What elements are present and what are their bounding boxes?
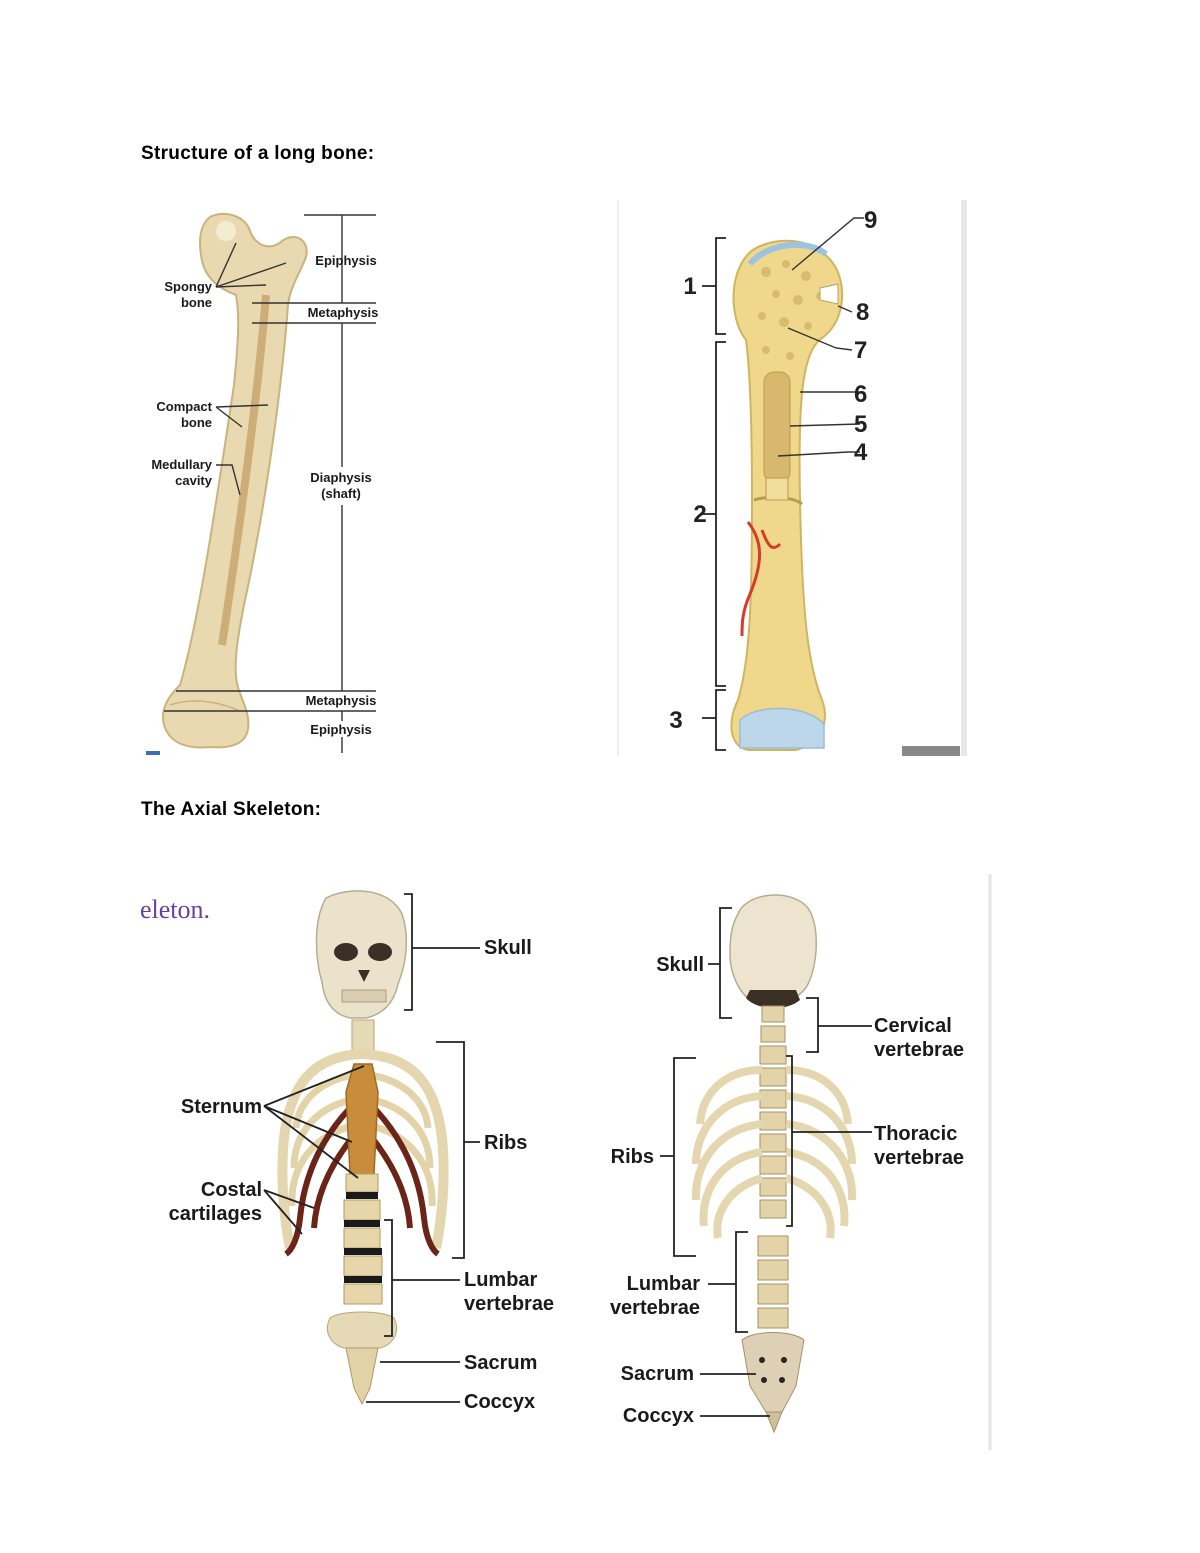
front-label-sternum: Sternum — [181, 1096, 262, 1118]
bone-number-1: 1 — [683, 273, 696, 300]
back-label-coccyx: Coccyx — [623, 1405, 694, 1427]
front-label-skull: Skull — [484, 937, 532, 959]
bone-number-5: 5 — [854, 411, 867, 438]
front-label-sacrum: Sacrum — [464, 1352, 537, 1374]
back-label-lumbar-2: vertebrae — [610, 1297, 700, 1319]
back-label-skull: Skull — [656, 954, 704, 976]
label-spongy-2: bone — [181, 295, 212, 310]
back-label-sacrum: Sacrum — [621, 1363, 694, 1385]
label-diaphysis-2: (shaft) — [321, 486, 361, 501]
label-metaphysis-bottom: Metaphysis — [306, 693, 377, 708]
bone-number-2: 2 — [693, 501, 706, 528]
label-medullary-2: cavity — [175, 473, 213, 488]
bone-number-3: 3 — [669, 707, 682, 734]
bone-number-8: 8 — [856, 299, 869, 326]
femur-photo-figure: Spongy bone Compact bone Medullary cavit… — [140, 205, 390, 757]
front-label-costal-2: cartilages — [169, 1203, 262, 1225]
back-label-thoracic-2: vertebrae — [874, 1147, 964, 1169]
bone-number-9: 9 — [864, 207, 877, 234]
label-compact-1: Compact — [156, 399, 212, 414]
back-label-cervical-1: Cervical — [874, 1015, 952, 1037]
label-compact-2: bone — [181, 415, 212, 430]
back-skull — [730, 895, 816, 1005]
front-label-lumbar-1: Lumbar — [464, 1269, 538, 1291]
back-label-lumbar-1: Lumbar — [627, 1273, 701, 1295]
label-metaphysis-top: Metaphysis — [308, 305, 379, 320]
label-spongy-1: Spongy — [164, 279, 212, 294]
axial-skeleton-back-figure: Skull Cervical vertebrae Ribs Thoracic v… — [596, 874, 996, 1454]
front-label-coccyx: Coccyx — [464, 1391, 535, 1413]
front-sternum — [346, 1064, 378, 1190]
heading-long-bone: Structure of a long bone: — [141, 143, 374, 165]
front-label-ribs: Ribs — [484, 1132, 527, 1154]
back-label-cervical-2: vertebrae — [874, 1039, 964, 1061]
label-medullary-1: Medullary — [151, 457, 212, 472]
bone-number-7: 7 — [854, 337, 867, 364]
front-label-costal-1: Costal — [201, 1179, 262, 1201]
bone-diagram-figure: 1 2 3 4 5 6 7 8 9 — [616, 200, 970, 756]
back-label-ribs: Ribs — [611, 1146, 654, 1168]
label-epiphysis-top: Epiphysis — [315, 253, 376, 268]
label-epiphysis-bottom: Epiphysis — [310, 722, 371, 737]
back-label-thoracic-1: Thoracic — [874, 1123, 957, 1145]
bone-number-4: 4 — [854, 439, 868, 466]
heading-axial-skeleton: The Axial Skeleton: — [141, 799, 321, 821]
axial-skeleton-front-figure: eleton. Skull Ribs Sternum Costal — [140, 878, 580, 1418]
label-diaphysis-1: Diaphysis — [310, 470, 371, 485]
front-label-lumbar-2: vertebrae — [464, 1293, 554, 1315]
bone-number-6: 6 — [854, 381, 867, 408]
caption-fragment: eleton. — [140, 895, 210, 924]
